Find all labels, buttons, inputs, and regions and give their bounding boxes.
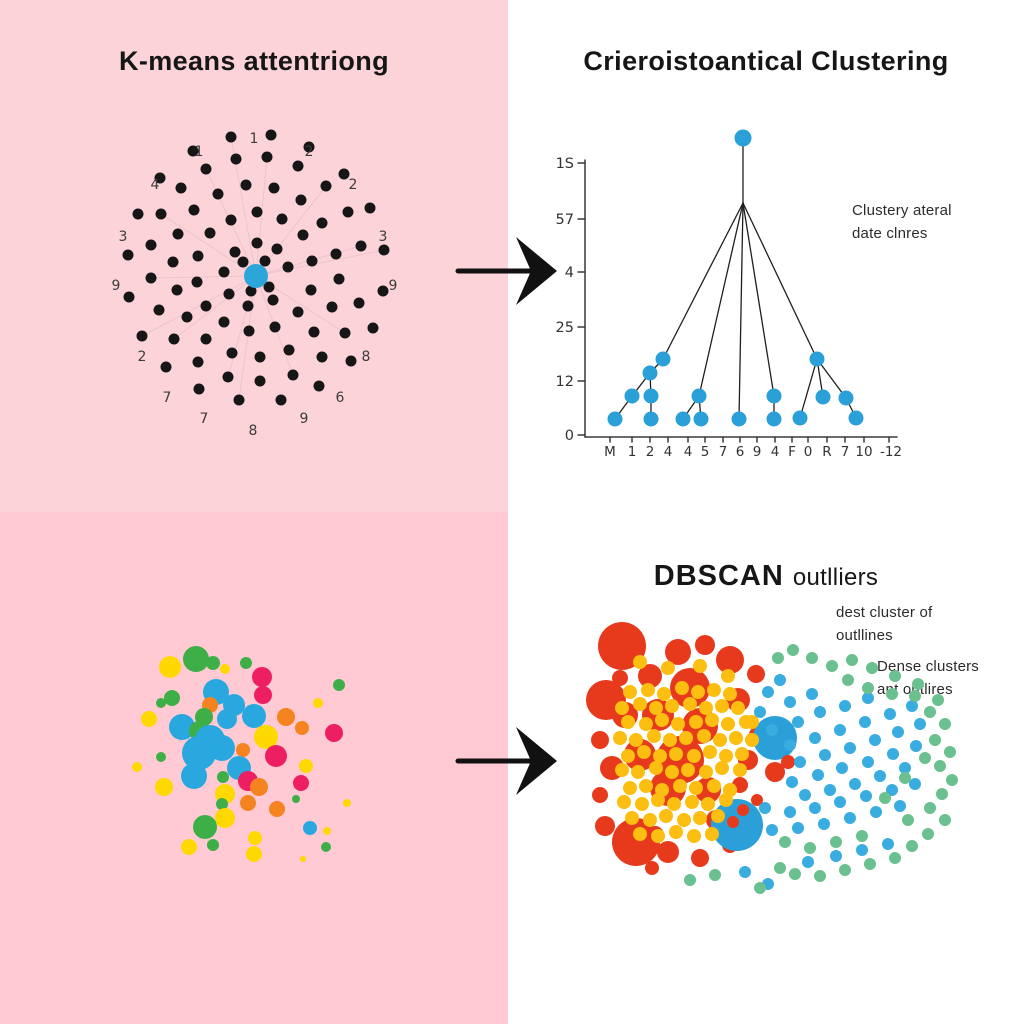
top-left-panel — [0, 0, 508, 512]
arrow-right-icons — [455, 237, 557, 795]
dendro-nodes — [607, 129, 864, 427]
svg-text:57: 57 — [556, 212, 574, 228]
svg-text:1: 1 — [250, 131, 259, 147]
svg-text:4: 4 — [664, 444, 673, 460]
dbscan-yellow-dots — [613, 655, 759, 843]
svg-text:8: 8 — [362, 349, 371, 365]
svg-text:10: 10 — [855, 444, 872, 460]
svg-text:0: 0 — [804, 444, 813, 460]
svg-text:9: 9 — [389, 278, 398, 294]
dbscan-blue-dots — [739, 674, 926, 890]
kmeans-spokes — [141, 136, 385, 401]
dendro-y-labels: 1S 57 4 25 12 0 — [556, 156, 574, 444]
svg-text:8: 8 — [249, 423, 258, 439]
svg-text:7: 7 — [200, 411, 209, 427]
dbscan-green-dots — [684, 644, 958, 894]
svg-text:4: 4 — [684, 444, 693, 460]
svg-text:1: 1 — [195, 144, 204, 160]
svg-text:7: 7 — [719, 444, 728, 460]
svg-text:9: 9 — [753, 444, 762, 460]
svg-text:5: 5 — [701, 444, 710, 460]
svg-text:-12: -12 — [880, 444, 902, 460]
svg-text:F: F — [788, 444, 796, 460]
svg-text:3: 3 — [379, 229, 388, 245]
svg-text:4: 4 — [771, 444, 780, 460]
svg-text:4: 4 — [151, 177, 160, 193]
dbscan-annotation-1: dest cluster of outllines — [836, 604, 933, 644]
dbscan-title: DBSCAN outlliers — [508, 560, 1024, 593]
svg-text:7: 7 — [163, 390, 172, 406]
svg-text:1S: 1S — [556, 156, 574, 172]
dbscan-title-main: DBSCAN — [653, 560, 784, 592]
svg-text:0: 0 — [565, 428, 574, 444]
svg-text:9: 9 — [112, 278, 121, 294]
svg-text:M: M — [604, 444, 616, 460]
kmeans-cluster-labels: 1 1 2 4 2 3 3 9 9 2 8 7 6 7 9 8 — [112, 131, 398, 439]
svg-text:2: 2 — [646, 444, 655, 460]
svg-text:3: 3 — [119, 229, 128, 245]
bottom-left-panel — [0, 512, 508, 1024]
svg-text:7: 7 — [841, 444, 850, 460]
svg-text:2: 2 — [138, 349, 147, 365]
kmeans-centroid — [244, 264, 268, 288]
hierarchical-title: Crieroistoantical Clustering — [583, 46, 949, 76]
svg-text:6: 6 — [736, 444, 745, 460]
svg-text:4: 4 — [565, 265, 574, 281]
svg-text:R: R — [822, 444, 831, 460]
svg-text:6: 6 — [336, 390, 345, 406]
svg-text:1: 1 — [628, 444, 637, 460]
kmeans-title: K-means attentriong — [118, 46, 390, 76]
dbscan-title-sub: outlliers — [792, 564, 879, 591]
svg-text:25: 25 — [556, 320, 574, 336]
dbscan-inner-red-dots — [727, 755, 795, 828]
svg-text:9: 9 — [300, 411, 309, 427]
svg-text:2: 2 — [305, 144, 314, 160]
kmeans-dots — [122, 129, 390, 406]
bottom-left-bubbles — [132, 646, 351, 862]
dendrogram-annotation: Clustery ateral date clnres — [852, 202, 952, 242]
svg-text:12: 12 — [556, 374, 574, 390]
svg-text:2: 2 — [349, 177, 358, 193]
dendro-axes — [577, 159, 898, 443]
